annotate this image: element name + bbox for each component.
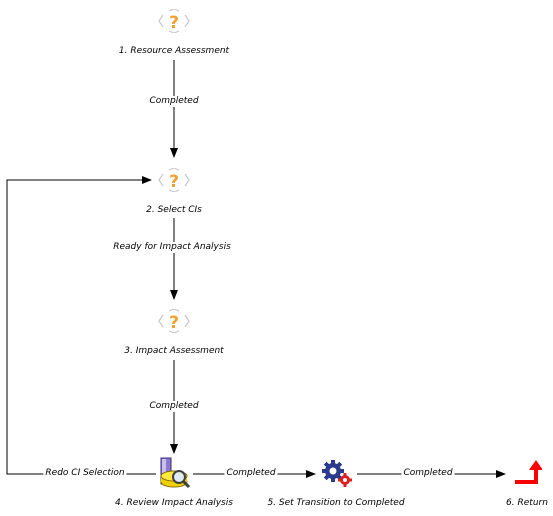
svg-text:?: ? [169, 313, 179, 333]
question-diamond-icon: ? [158, 309, 190, 333]
question-diamond-icon: ? [158, 9, 190, 33]
edge-label-completed-4: Completed [401, 468, 455, 479]
edge-label-redo-ci-selection: Redo CI Selection [43, 468, 127, 479]
svg-text:?: ? [169, 172, 179, 192]
edge-label-completed-3: Completed [224, 468, 278, 479]
review-analysis-icon [160, 457, 191, 489]
node-label-return: 6. Return [504, 498, 550, 509]
svg-text:?: ? [169, 13, 179, 33]
edge-label-ready-for-impact: Ready for Impact Analysis [111, 242, 233, 253]
node-impact-assessment[interactable]: ? [157, 309, 191, 333]
return-arrow-icon [515, 460, 542, 484]
connector-redo-selection [6, 176, 156, 475]
gears-icon [322, 460, 352, 487]
node-label-set-transition-completed: 5. Set Transition to Completed [265, 498, 407, 509]
node-label-resource-assessment: 1. Resource Assessment [116, 46, 232, 57]
node-select-cis[interactable]: ? [157, 168, 191, 192]
node-set-transition-completed[interactable] [319, 458, 355, 488]
node-label-impact-assessment: 3. Impact Assessment [122, 346, 226, 357]
edge-label-completed-1: Completed [147, 96, 201, 107]
node-label-select-cis: 2. Select CIs [144, 205, 204, 216]
edge-label-completed-2: Completed [147, 401, 201, 412]
node-resource-assessment[interactable]: ? [157, 9, 191, 33]
question-diamond-icon: ? [158, 168, 190, 192]
node-review-impact-analysis[interactable] [155, 456, 193, 490]
node-label-review-impact-analysis: 4. Review Impact Analysis [113, 498, 235, 509]
node-return[interactable] [512, 458, 542, 488]
